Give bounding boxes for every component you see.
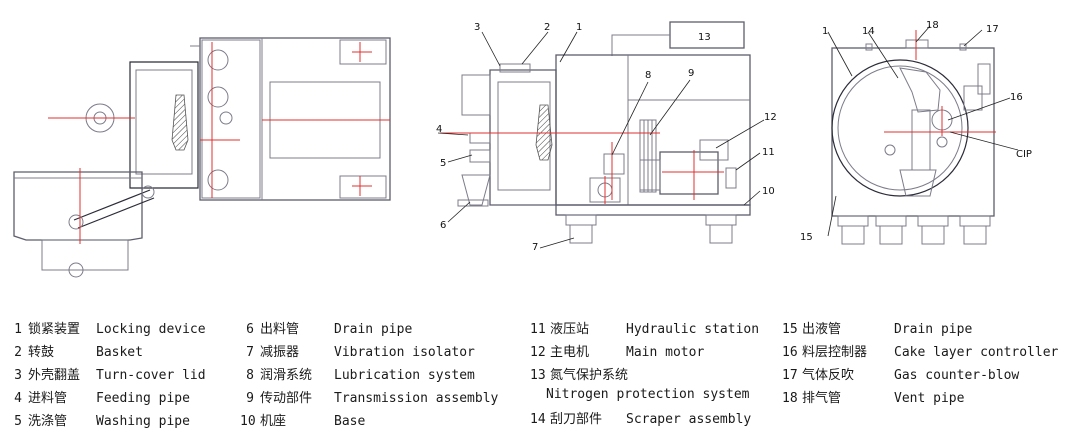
- middle-view-side-elevation: 3 2 1 13 8 9 12 11 10 4 5 6 7: [436, 21, 777, 253]
- callout-2: 2: [544, 22, 550, 33]
- callout-16: 16: [1010, 92, 1023, 103]
- callout-14: 14: [862, 26, 875, 37]
- callout-cip: CIP: [1016, 149, 1032, 160]
- callout-5: 5: [440, 158, 446, 169]
- centrifuge-technical-drawing: 3 2 1 13 8 9 12 11 10 4 5 6 7: [13, 20, 1032, 278]
- callout-15: 15: [800, 232, 813, 243]
- callout-7: 7: [532, 242, 538, 253]
- left-view-lid-open: [13, 37, 391, 278]
- callout-10: 10: [762, 186, 775, 197]
- callout-right-1: 1: [822, 26, 828, 37]
- callout-1: 1: [576, 22, 582, 33]
- callout-18: 18: [926, 20, 939, 31]
- callout-17: 17: [986, 24, 999, 35]
- callout-12: 12: [764, 112, 777, 123]
- callout-8: 8: [645, 70, 651, 81]
- callout-4: 4: [436, 124, 442, 135]
- callout-11: 11: [762, 147, 775, 158]
- right-view-front-elevation: 1 14 18 17 16 CIP 15: [800, 20, 1032, 245]
- callout-6: 6: [440, 220, 446, 231]
- callout-9: 9: [688, 68, 694, 79]
- callout-3: 3: [474, 22, 480, 33]
- callout-13: 13: [698, 32, 711, 43]
